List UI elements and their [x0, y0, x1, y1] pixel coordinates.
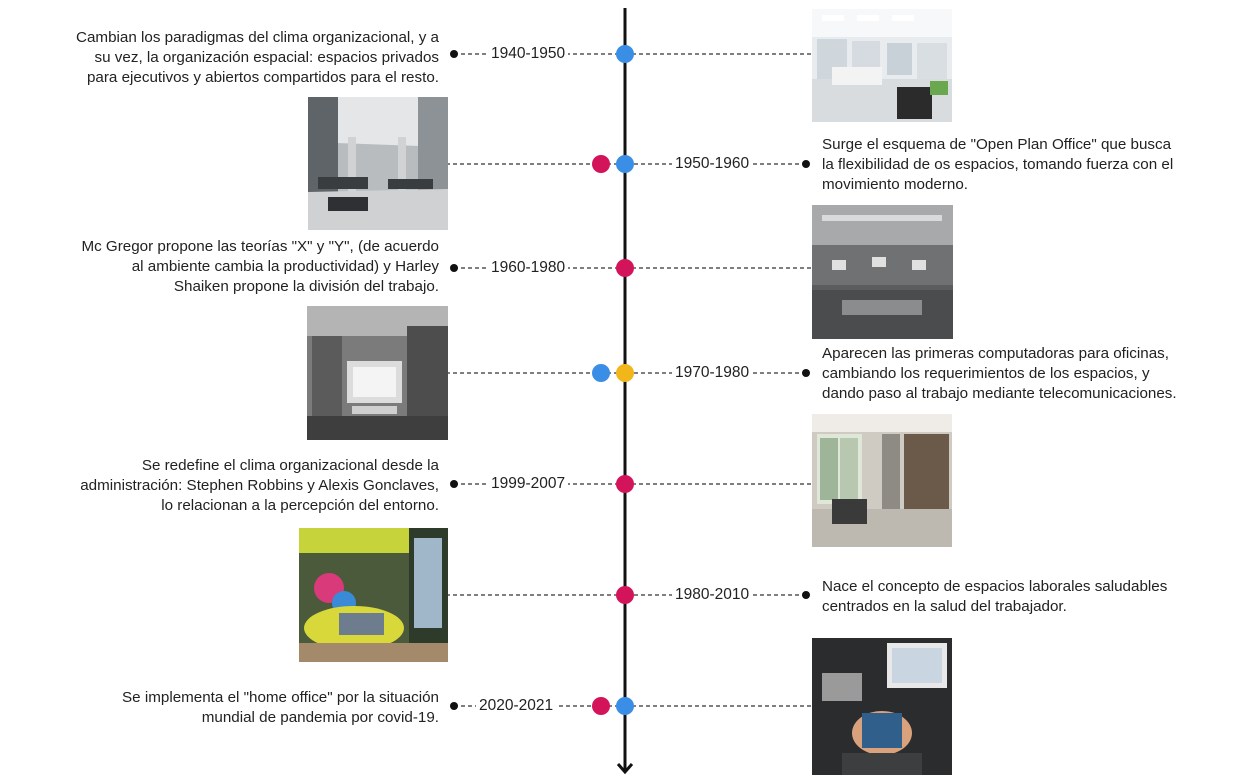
text-endpoint-dot: [450, 50, 458, 58]
date-label-1980: 1980-2010: [672, 586, 753, 604]
magenta-timeline-marker: [616, 586, 634, 604]
yellow-timeline-marker: [616, 364, 634, 382]
event-text-1960: Mc Gregor propone las teorías "X" y "Y",…: [81, 238, 439, 295]
magenta-timeline-marker: [616, 259, 634, 277]
magenta-timeline-marker: [592, 155, 610, 173]
blue-timeline-marker: [616, 155, 634, 173]
text-endpoint-dot: [450, 480, 458, 488]
date-label-1960: 1960-1980: [488, 259, 569, 277]
date-label-1950: 1950-1960: [672, 155, 753, 173]
text-endpoint-dot: [802, 591, 810, 599]
home-office-desk-photo: [812, 638, 952, 775]
colorful-lounge-photo: [299, 528, 448, 662]
magenta-timeline-marker: [616, 475, 634, 493]
magenta-timeline-marker: [592, 697, 610, 715]
gray-office-photo: [812, 205, 953, 339]
text-endpoint-dot: [802, 369, 810, 377]
event-text-2020: Se implementa el "home office" por la si…: [122, 689, 439, 726]
open-plan-hall-photo: [308, 97, 448, 230]
computer-cubicle-photo: [307, 306, 448, 440]
event-text-1950: Surge el esquema de "Open Plan Office" q…: [822, 136, 1174, 193]
timeline-arrowhead: [616, 763, 634, 775]
modern-office-photo: [812, 414, 952, 547]
text-endpoint-dot: [450, 702, 458, 710]
date-label-1940: 1940-1950: [488, 45, 569, 63]
text-endpoint-dot: [802, 160, 810, 168]
date-label-1970: 1970-1980: [672, 364, 753, 382]
date-label-1999: 1999-2007: [488, 475, 569, 493]
text-endpoint-dot: [450, 264, 458, 272]
event-text-1999: Se redefine el clima organizacional desd…: [80, 457, 439, 514]
event-text-1970: Aparecen las primeras computadoras para …: [822, 345, 1177, 402]
blue-timeline-marker: [616, 697, 634, 715]
open-office-cubicles-photo: [812, 9, 952, 122]
event-text-1980: Nace el concepto de espacios laborales s…: [822, 578, 1168, 615]
event-text-1940: Cambian los paradigmas del clima organiz…: [76, 29, 439, 86]
blue-timeline-marker: [592, 364, 610, 382]
blue-timeline-marker: [616, 45, 634, 63]
date-label-2020: 2020-2021: [476, 697, 557, 715]
